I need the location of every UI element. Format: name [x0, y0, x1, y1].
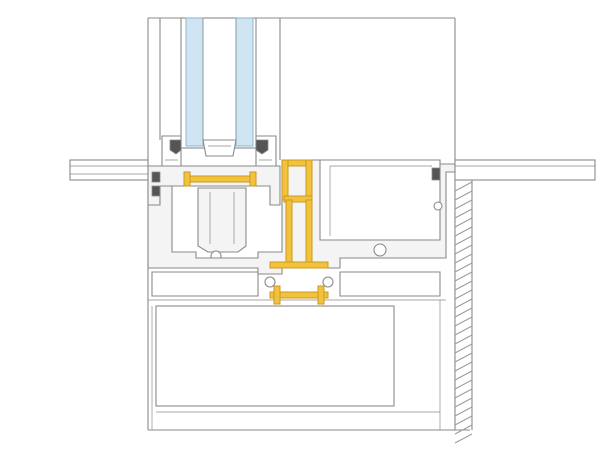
outer-frame-lines	[147, 17, 470, 431]
hatch-line	[454, 289, 473, 300]
glazing-gaskets	[161, 135, 277, 167]
hatch-line	[454, 379, 473, 390]
hatch-line	[454, 253, 473, 264]
hatch-line	[454, 370, 473, 381]
hatch-line	[454, 343, 473, 354]
hatch-line	[454, 217, 473, 228]
hatch-line	[454, 334, 473, 345]
hatch-line	[454, 406, 473, 417]
hatch-line	[454, 181, 473, 192]
glazing-unit	[180, 17, 257, 157]
hatch-line	[454, 262, 473, 273]
hatch-line	[454, 298, 473, 309]
outside-sill	[69, 159, 149, 181]
hatch-line	[454, 433, 473, 444]
frame-thermal-break	[264, 159, 334, 305]
hatch-line	[454, 424, 473, 435]
hatch-line	[454, 244, 473, 255]
hatch-line	[454, 397, 473, 408]
hatch-line	[454, 271, 473, 282]
hatch-line	[454, 208, 473, 219]
hatch-line	[454, 361, 473, 372]
hatch-line	[454, 415, 473, 426]
glass-pane-outer	[185, 17, 204, 147]
hatch-line	[454, 226, 473, 237]
main-frame-profile	[147, 159, 456, 275]
hatch-line	[454, 316, 473, 327]
hatch-line	[454, 235, 473, 246]
inner-threshold	[431, 159, 596, 181]
hatch-line	[454, 307, 473, 318]
hatch-line	[454, 280, 473, 291]
hatch-line	[454, 199, 473, 210]
wall-hatch	[454, 180, 473, 444]
glass-spacer	[202, 139, 237, 157]
hatch-line	[454, 352, 473, 363]
hatch-line	[454, 325, 473, 336]
hatch-line	[454, 388, 473, 399]
glass-pane-inner	[235, 17, 254, 147]
sash-thermal-break	[183, 171, 257, 187]
lower-frame-chambers	[148, 271, 446, 430]
hatch-line	[454, 190, 473, 201]
